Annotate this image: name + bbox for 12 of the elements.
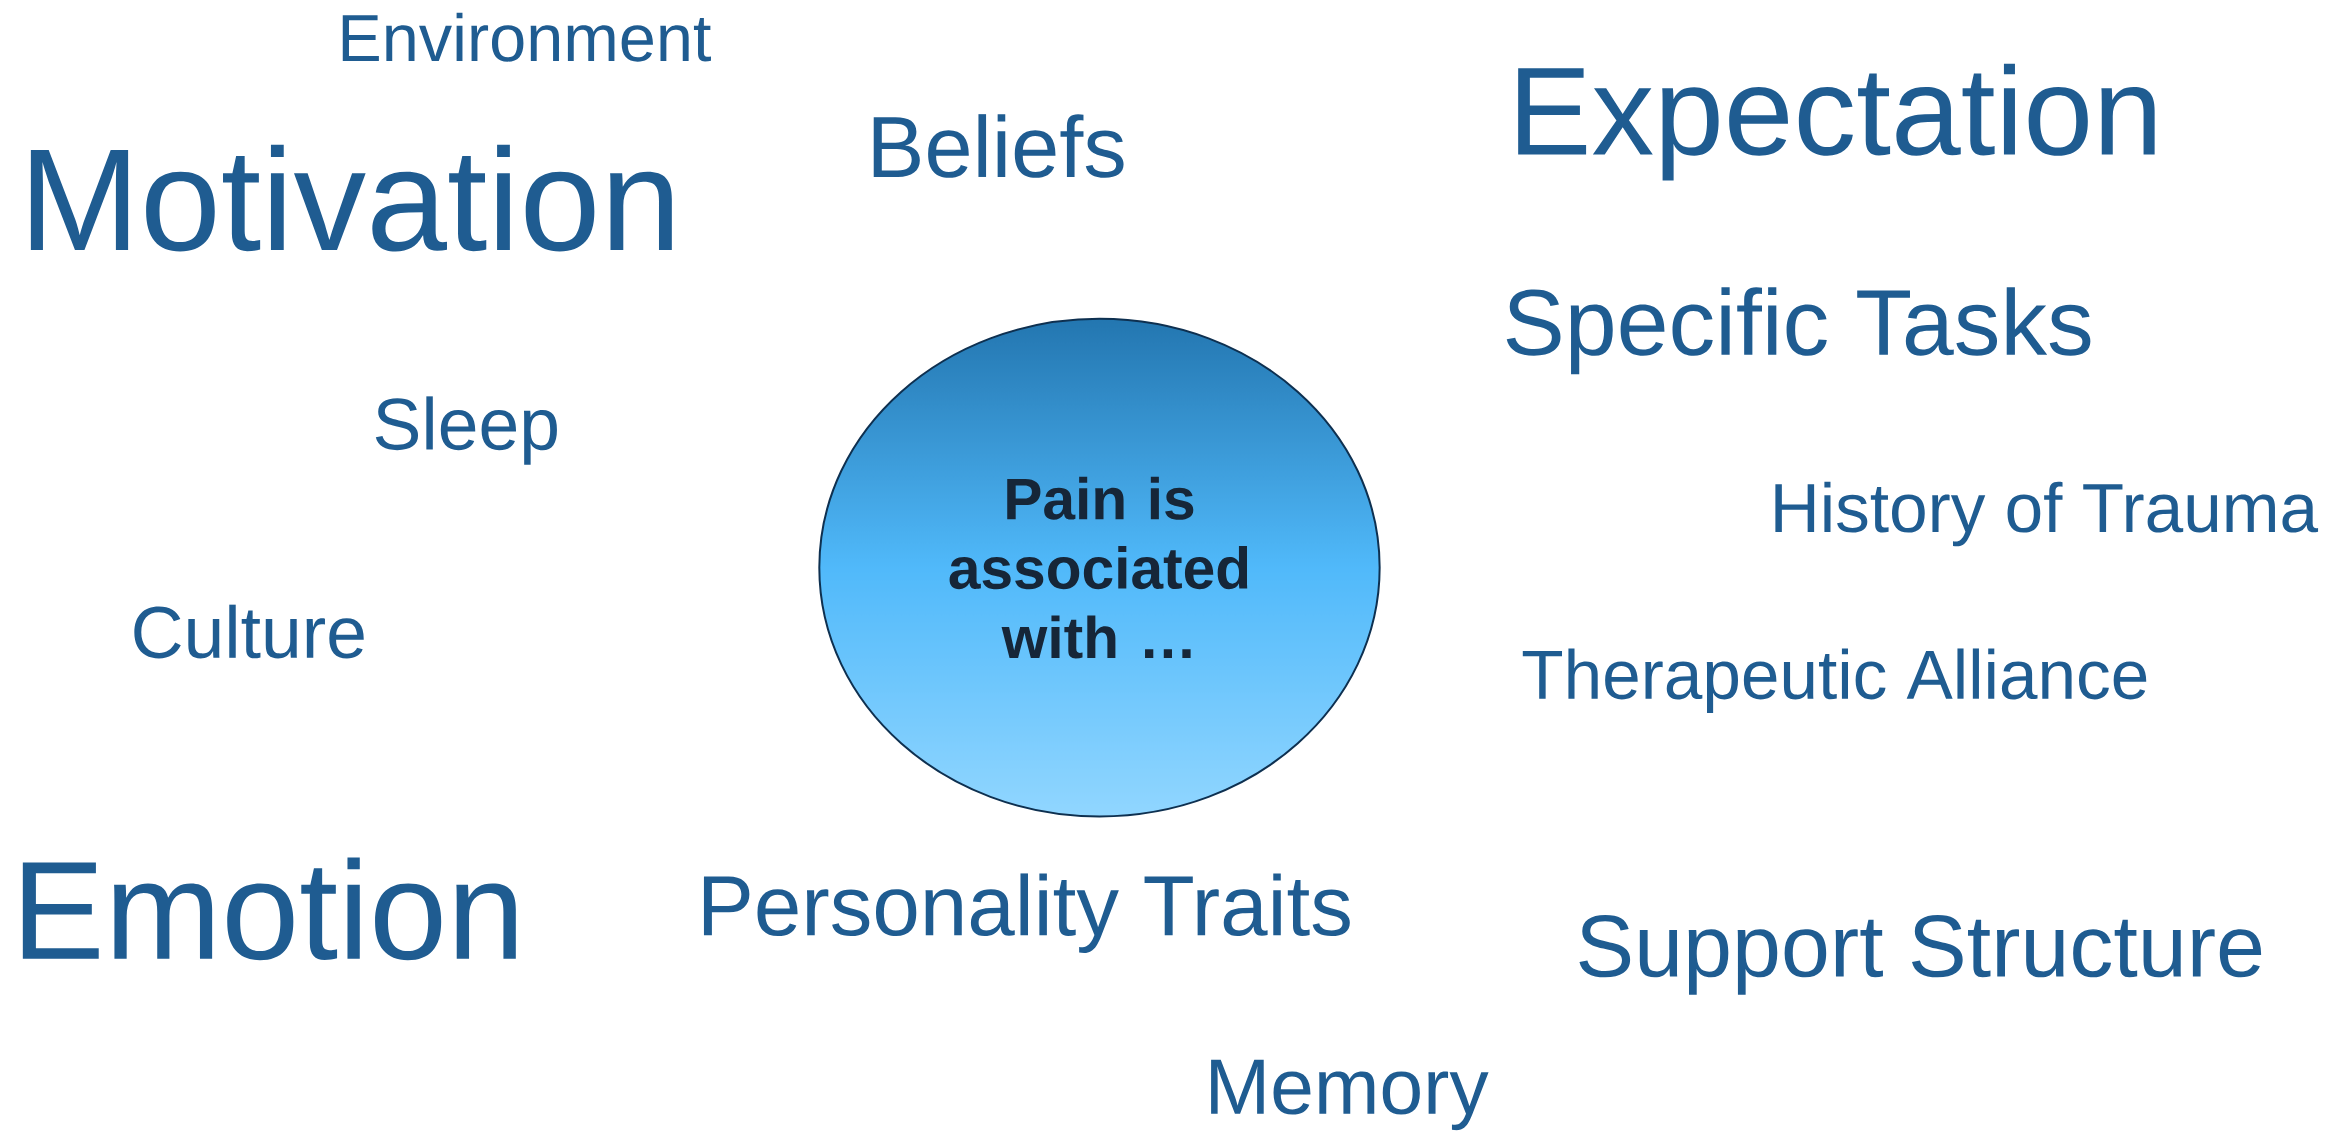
factor-word: Support Structure [1579, 915, 2262, 995]
factor-word: Sleep [375, 396, 557, 465]
factor-word: Environment [342, 12, 711, 62]
factor-word: Expectation [1518, 63, 2155, 181]
factor-word: Motivation [30, 144, 672, 252]
factor-word: Beliefs [873, 114, 1124, 178]
factor-word: Culture [134, 604, 364, 659]
factor-word: History of Trauma [1775, 481, 2319, 547]
factor-word: Therapeutic Alliance [1522, 648, 2147, 714]
factor-word: Specific Tasks [1506, 287, 2091, 375]
factor-word: Emotion [22, 857, 516, 961]
factor-word: Memory [1211, 1059, 1489, 1131]
